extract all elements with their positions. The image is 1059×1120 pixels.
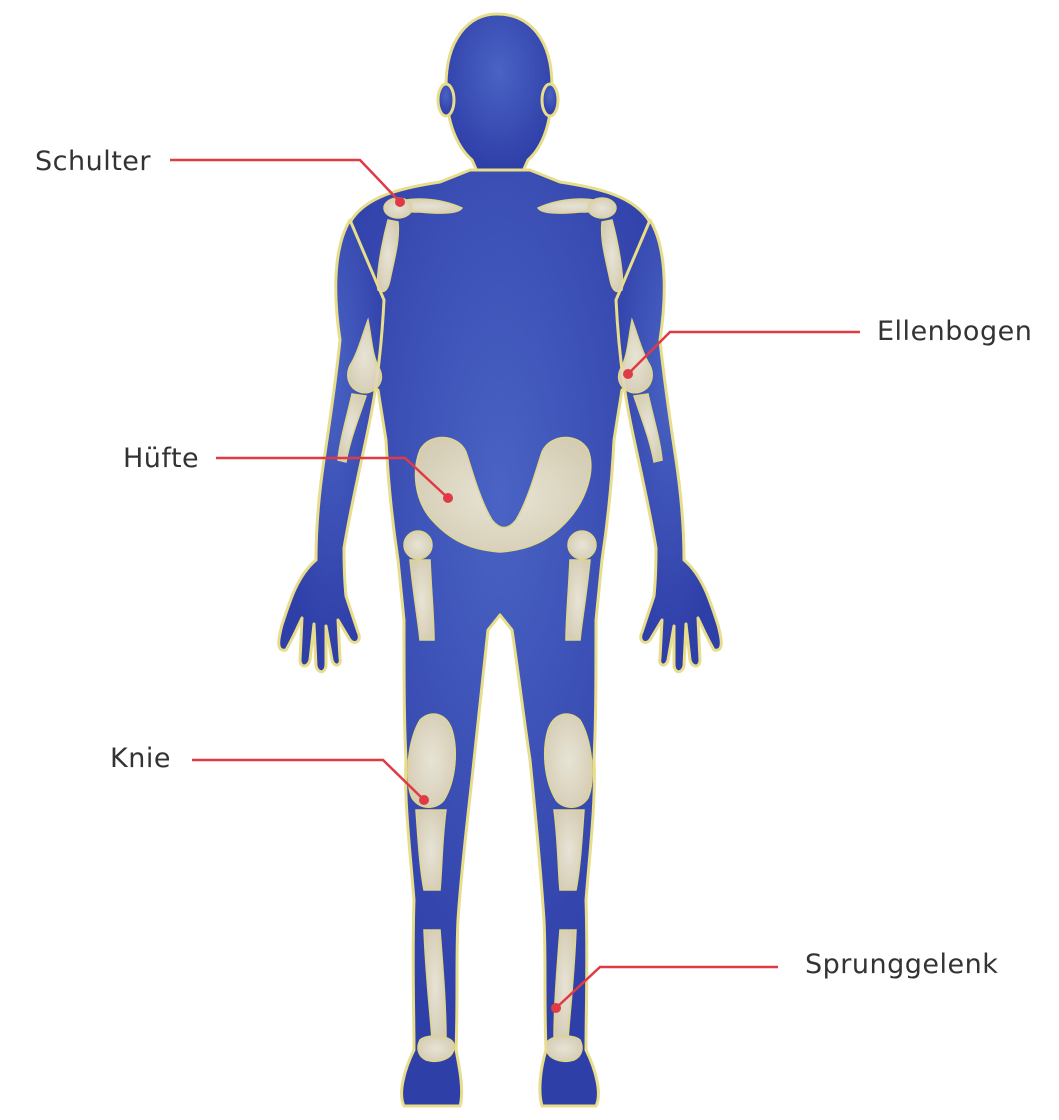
head xyxy=(446,14,552,178)
right-ankle xyxy=(546,1036,582,1061)
marker-ankle xyxy=(551,1003,561,1013)
marker-shoulder xyxy=(395,197,405,207)
left-ear xyxy=(438,84,454,116)
leader-ankle xyxy=(556,967,778,1008)
marker-elbow xyxy=(623,369,633,379)
left-ankle xyxy=(418,1036,454,1061)
left-femur-head xyxy=(404,531,432,559)
label-shoulder: Schulter xyxy=(35,146,151,178)
right-shoulder-joint xyxy=(588,198,616,218)
leader-shoulder xyxy=(170,160,400,202)
right-ear xyxy=(542,84,558,116)
marker-hip xyxy=(443,493,453,503)
label-hip: Hüfte xyxy=(123,443,199,475)
label-elbow: Ellenbogen xyxy=(877,316,1032,348)
left-arm xyxy=(279,220,384,672)
right-femur-head xyxy=(568,531,596,559)
body-silhouette xyxy=(279,14,722,1106)
leader-knee xyxy=(192,760,424,800)
label-knee: Knie xyxy=(110,743,171,775)
label-ankle: Sprunggelenk xyxy=(805,949,998,981)
right-arm xyxy=(616,220,721,672)
torso-legs xyxy=(339,170,662,1106)
marker-knee xyxy=(419,795,429,805)
